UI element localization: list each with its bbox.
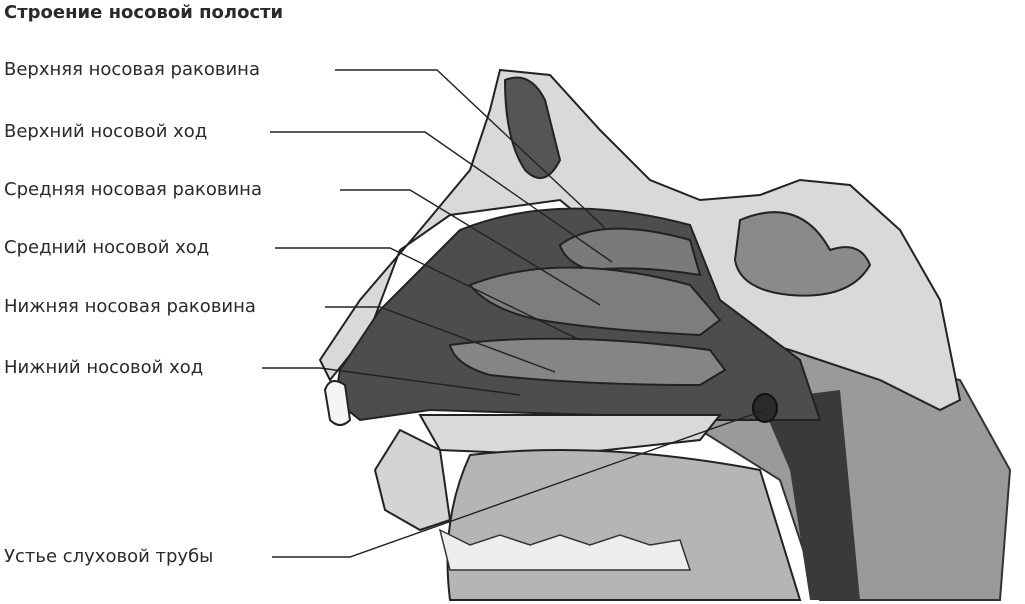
pharynx-dark — [760, 390, 860, 600]
frontal-sinus — [503, 76, 562, 179]
label-superior-concha: Верхняя носовая раковина — [4, 59, 260, 80]
label-middle-concha: Средняя носовая раковина — [4, 179, 262, 200]
leader-line-superior-concha — [335, 69, 606, 229]
leader-line-superior-meatus — [270, 131, 613, 263]
hard-palate — [418, 414, 723, 457]
label-inferior-meatus: Нижний носовой ход — [4, 357, 204, 378]
upper-lip — [373, 428, 452, 532]
leader-line-eustachian-tube — [272, 409, 766, 558]
eustachian-tube-opening — [752, 393, 778, 423]
leader-line-middle-concha — [340, 189, 601, 306]
inferior-concha — [448, 337, 727, 387]
leader-line-middle-meatus — [275, 247, 581, 341]
nostril — [323, 380, 352, 426]
label-middle-meatus: Средний носовой ход — [4, 237, 210, 258]
sphenoid-sinus — [733, 211, 872, 297]
label-superior-meatus: Верхний носовой ход — [4, 121, 208, 142]
leader-line-inferior-concha — [325, 306, 556, 373]
label-inferior-concha: Нижняя носовая раковина — [4, 296, 256, 317]
teeth — [438, 528, 692, 571]
mouth-cavity — [446, 449, 802, 601]
label-eustachian-tube: Устье слуховой трубы — [4, 546, 214, 567]
diagram-title: Строение носовой полости — [4, 2, 284, 23]
leader-line-inferior-meatus — [262, 367, 521, 396]
superior-concha — [558, 227, 702, 277]
